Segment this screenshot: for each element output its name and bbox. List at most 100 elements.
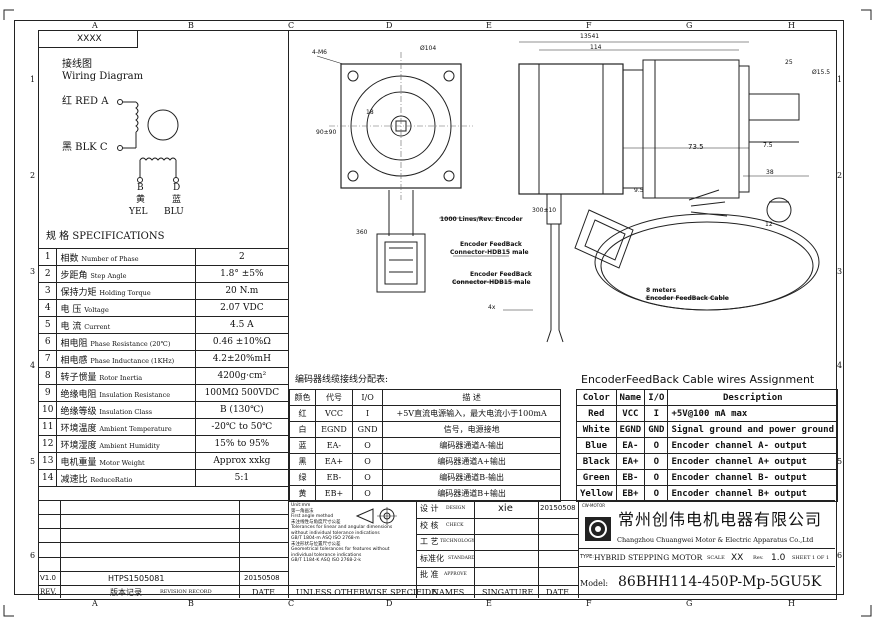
spec-label: 环境湿度 Ambient Humidity xyxy=(56,435,196,453)
zone-right-2: 2 xyxy=(837,171,843,180)
table-cell: Encoder channel B+ output xyxy=(667,485,839,502)
pin-d: D xyxy=(173,183,181,193)
spec-label-en: Number of Phase xyxy=(81,254,139,263)
spec-label-cn: 绝缘电阻 xyxy=(60,389,97,400)
zone-right-4: 4 xyxy=(837,361,843,370)
spec-value: 1.8° ±5% xyxy=(194,265,290,283)
zone-left-6: 6 xyxy=(30,551,36,560)
label-connector-2b: Connector-HDB15 male xyxy=(452,279,531,286)
col-header: Name xyxy=(615,389,646,406)
table-cell: Encoder channel A+ output xyxy=(667,453,839,470)
spec-label-en: Ambient Humidity xyxy=(99,441,160,450)
table-cell: EB+ xyxy=(615,485,646,502)
label-cable: Encoder FeedBack Cable xyxy=(646,295,729,302)
spec-label-en: Phase Resistance (20℃) xyxy=(90,339,171,348)
names-label: NAMES xyxy=(432,588,465,597)
zone-left-1: 1 xyxy=(30,75,36,84)
dim-104: Ø104 xyxy=(420,45,437,52)
spec-value: 4200g·cm² xyxy=(194,367,290,385)
spec-label-cn: 环境温度 xyxy=(60,423,97,434)
spec-label: 电 流 Current xyxy=(56,316,196,334)
spec-num: 7 xyxy=(37,350,58,368)
spec-value: 100MΩ 500VDC xyxy=(194,384,290,402)
spec-label-en: Current xyxy=(84,322,111,331)
spec-num: 1 xyxy=(37,248,58,266)
spec-label-cn: 相电感 xyxy=(60,355,88,366)
date2-label: DATE xyxy=(546,588,569,597)
zone-top-B: B xyxy=(188,21,194,30)
spec-num: 11 xyxy=(37,418,58,436)
table-cell: Encoder channel B- output xyxy=(667,469,839,486)
zone-bottom-A: A xyxy=(92,599,98,608)
table-cell: Green xyxy=(576,469,617,486)
check-cn: 校 核 xyxy=(420,521,439,530)
zone-bottom-B: B xyxy=(188,599,194,608)
std-en: STANDARD xyxy=(448,556,475,561)
spec-label: 相数 Number of Phase xyxy=(56,248,196,266)
table-cell: Encoder channel A- output xyxy=(667,437,839,454)
dim-side: 90±90 xyxy=(316,129,337,136)
spec-title: 规 格 SPECIFICATIONS xyxy=(46,231,165,242)
spec-num: 8 xyxy=(37,367,58,385)
rev-code: HTPS1505081 xyxy=(108,574,165,583)
spec-value: 15% to 95% xyxy=(194,435,290,453)
table-cell: +5V直流电源输入，最大电流小于100mA xyxy=(382,405,561,422)
spec-label: 减速比 ReduceRatio xyxy=(56,469,196,487)
spec-label-en: Phase Inductance (1KHz) xyxy=(90,356,175,365)
table-cell: EGND xyxy=(615,421,646,438)
spec-label: 绝缘电阻 Insulation Resistance xyxy=(56,384,196,402)
dim-735: 73.5 xyxy=(688,143,704,151)
spec-value: 2 xyxy=(194,248,290,266)
spec-label: 绝缘等级 Insulation Class xyxy=(56,401,196,419)
spec-label-en: Motor Weight xyxy=(99,458,145,467)
table-cell: O xyxy=(351,453,384,470)
spec-num: 6 xyxy=(37,333,58,351)
spec-value: 2.07 VDC xyxy=(194,299,290,317)
dim-95: 9.5 xyxy=(634,187,644,194)
approve-en: APPROVE xyxy=(444,572,467,577)
table-cell: O xyxy=(351,469,384,486)
dim-25: 25 xyxy=(785,59,793,66)
spec-num: 9 xyxy=(37,384,58,402)
rev-date-col: DATE xyxy=(252,588,275,597)
label-connector-1: Encoder FeedBack xyxy=(460,241,522,248)
spec-label-en: Insulation Resistance xyxy=(99,390,171,399)
zone-bottom-D: D xyxy=(386,599,393,608)
zone-right-5: 5 xyxy=(837,457,843,466)
table-cell: O xyxy=(644,485,669,502)
rev-val: 1.0 xyxy=(771,553,786,563)
blu-en: BLU xyxy=(164,207,184,217)
std-cn: 标准化 xyxy=(420,554,444,563)
unless-label: UNLESS OTHERWISE SPECIFIDE xyxy=(296,588,438,597)
spec-label-cn: 保持力矩 xyxy=(60,287,97,298)
rev-date: 20150508 xyxy=(244,574,280,582)
spec-num: 5 xyxy=(37,316,58,334)
spec-num: 2 xyxy=(37,265,58,283)
designer: xie xyxy=(498,503,513,514)
dim-18: 18 xyxy=(366,109,374,116)
dim-360: 360 xyxy=(356,229,368,236)
table-cell: 信号，电源接地 xyxy=(382,421,561,438)
table-cell: EA- xyxy=(315,437,353,454)
design-cn: 设 计 xyxy=(420,504,439,513)
table-cell: O xyxy=(351,485,384,502)
spec-label-en: Rotor Inertia xyxy=(99,373,143,382)
spec-label-cn: 相电阻 xyxy=(60,338,88,349)
spec-label-en: Ambient Temperature xyxy=(99,424,172,433)
spec-label-cn: 步距角 xyxy=(60,270,88,281)
design-date: 20150508 xyxy=(540,504,576,512)
spec-label: 转子惯量 Rotor Inertia xyxy=(56,367,196,385)
motor-drawing xyxy=(316,41,820,343)
spec-label-en: ReduceRatio xyxy=(90,475,133,484)
spec-label-cn: 转子惯量 xyxy=(60,372,97,383)
zone-bottom-F: F xyxy=(586,599,592,608)
